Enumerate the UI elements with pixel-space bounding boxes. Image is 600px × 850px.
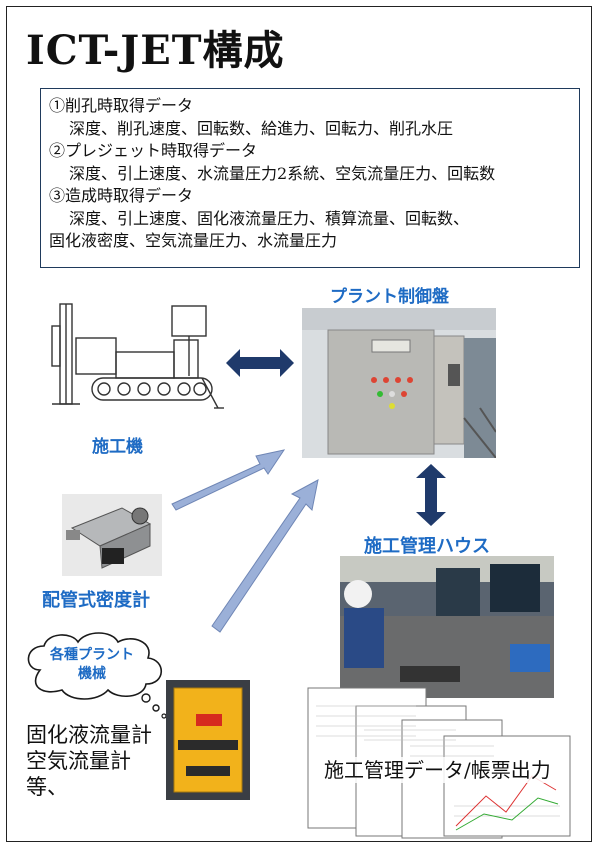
output-label: 施工管理データ/帳票出力	[322, 757, 553, 783]
report-documents	[307, 687, 571, 839]
section-2-heading: ②プレジェット時取得データ	[49, 141, 258, 160]
section-3-items-line2: 固化液密度、空気流量圧力、水流量圧力	[49, 231, 338, 250]
panel-house-double-arrow	[416, 464, 446, 526]
densitometer-label: 配管式密度計	[42, 590, 150, 611]
densitometer-to-panel-arrow	[211, 479, 319, 633]
flow-meter-photo	[166, 680, 250, 800]
section-1-heading: ①削孔時取得データ	[49, 96, 194, 115]
house-label: 施工管理ハウス	[364, 536, 490, 557]
construction-machine-drawing	[51, 303, 224, 409]
acquired-data-box: ①削孔時取得データ 深度、削孔速度、回転数、給進力、回転力、削孔水圧 ②プレジェ…	[40, 88, 580, 268]
flow-meter-line2: 空気流量計	[26, 749, 131, 773]
page-frame	[6, 6, 592, 842]
densitometer-photo	[62, 494, 162, 576]
plant-control-panel-photo	[302, 308, 496, 458]
section-3-items-line1: 深度、引上速度、固化液流量圧力、積算流量、回転数、	[69, 208, 470, 228]
flow-meter-line1: 固化液流量計	[26, 723, 152, 747]
section-3-heading: ③造成時取得データ	[49, 186, 194, 205]
plant-machines-cloud	[27, 632, 167, 719]
machine-to-panel-arrow	[171, 449, 286, 511]
section-1-items: 深度、削孔速度、回転数、給進力、回転力、削孔水圧	[69, 118, 454, 138]
section-2-items: 深度、引上速度、水流量圧力2系統、空気流量圧力、回転数	[69, 163, 496, 183]
plant-machines-text: 各種プラント 機械	[50, 647, 134, 682]
page-title: ICT-JET構成	[26, 27, 285, 74]
management-house-photo	[340, 556, 554, 698]
plant-panel-label: プラント制御盤	[330, 287, 449, 307]
flow-meter-line3: 等、	[26, 775, 68, 799]
machine-panel-double-arrow	[226, 349, 294, 377]
machine-label: 施工機	[92, 437, 143, 457]
